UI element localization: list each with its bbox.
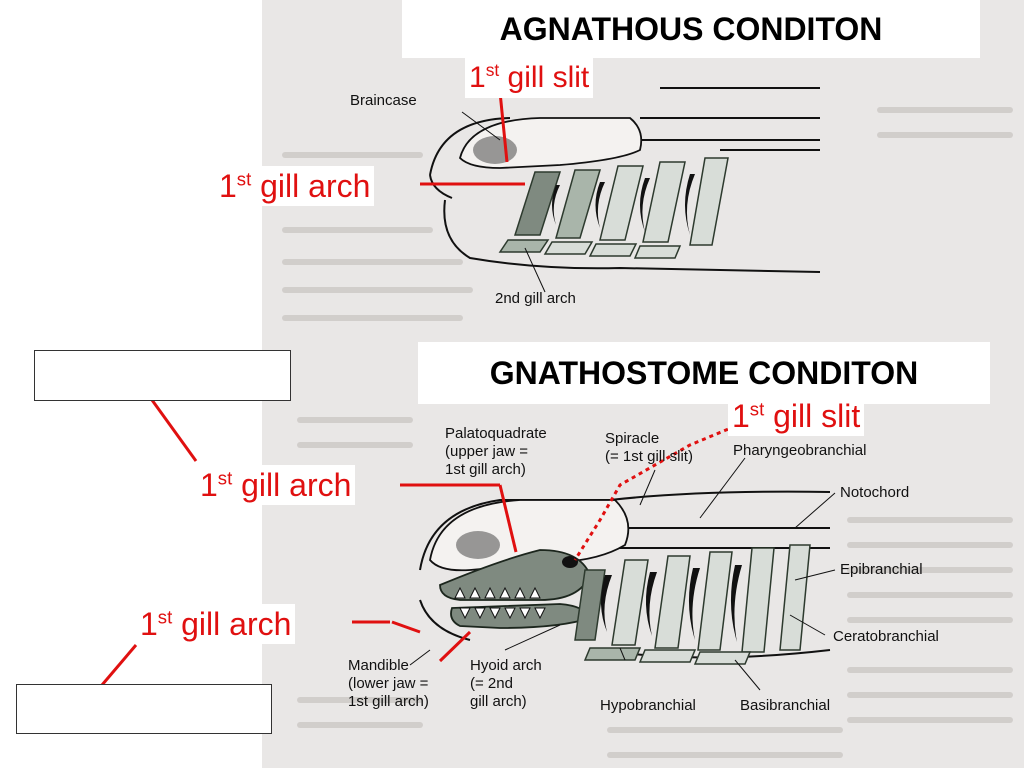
palatoquadrate-label: Palatoquadrate (upper jaw = 1st gill arc…	[445, 425, 547, 479]
second-gill-arch-label: 2nd gill arch	[495, 290, 576, 308]
mid-gill-arch-label: 1st gill arch	[196, 465, 355, 505]
gnathostome-title: GNATHOSTOME CONDITON	[418, 342, 990, 404]
braincase-label: Braincase	[350, 92, 417, 110]
low-gill-arch-label: 1st gill arch	[136, 604, 295, 644]
braincase-dots	[473, 136, 517, 164]
notochord-label: Notochord	[840, 484, 909, 502]
gnathostome-braincase-dots	[456, 531, 500, 559]
spiracle-label: Spiracle (= 1st gill slit)	[605, 430, 693, 466]
basibranchial-label: Basibranchial	[740, 697, 830, 715]
bottom-gill-slit-label: 1st gill slit	[728, 396, 864, 436]
epibranchial-label: Epibranchial	[840, 561, 923, 579]
top-gill-arch-label: 1st gill arch	[215, 166, 374, 206]
blank-answer-box-upper[interactable]	[34, 350, 291, 401]
ceratobranchial-label: Ceratobranchial	[833, 628, 939, 646]
hyoid-arch-label: Hyoid arch (= 2nd gill arch)	[470, 657, 542, 711]
agnathous-title: AGNATHOUS CONDITON	[402, 0, 980, 58]
mandible-label: Mandible (lower jaw = 1st gill arch)	[348, 657, 429, 711]
spiracle-shape	[562, 556, 578, 568]
pharyngeobranchial-label: Pharyngeobranchial	[733, 442, 866, 460]
blank-answer-box-lower[interactable]	[16, 684, 272, 734]
top-gill-slit-label: 1st gill slit	[465, 58, 593, 98]
hypobranchial-label: Hypobranchial	[600, 697, 696, 715]
